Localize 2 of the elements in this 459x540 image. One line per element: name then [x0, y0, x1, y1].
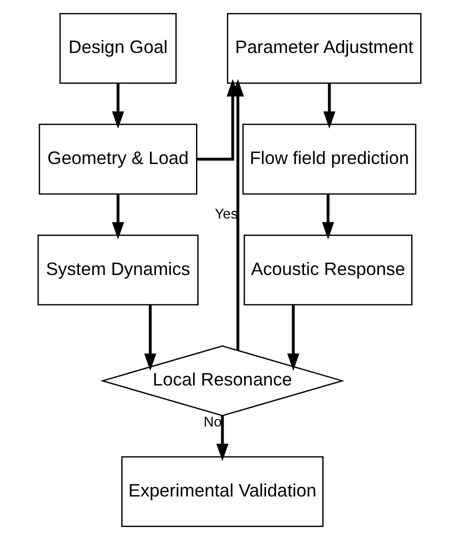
edge-label: Yes	[214, 206, 238, 222]
edge-label: No	[204, 414, 222, 430]
